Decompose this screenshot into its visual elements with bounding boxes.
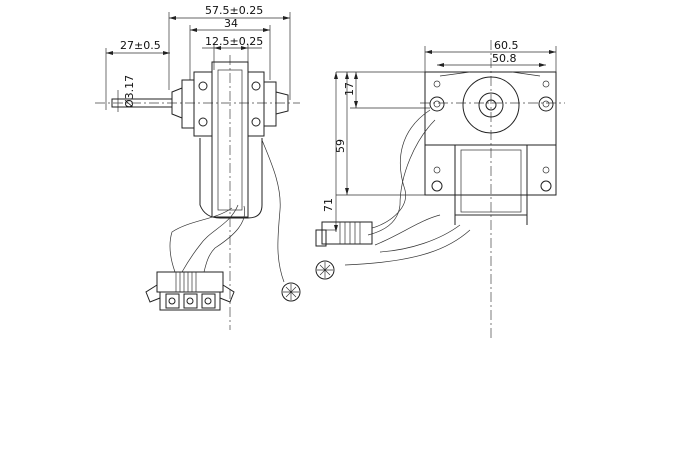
front-ground-lug [315, 260, 335, 280]
ground-lug [281, 282, 301, 302]
dim-verticals: 17 59 71 [320, 71, 430, 232]
hub-width-label: 12.5±0.25 [205, 35, 263, 48]
frame-width-label: 60.5 [494, 39, 519, 52]
hole-spacing-label: 50.8 [492, 52, 517, 65]
side-connector [315, 221, 373, 247]
shaft-diameter-label: Ø3.17 [123, 75, 136, 108]
mount-height-label: 59 [334, 139, 347, 153]
dim-shaft-projection: 27±0.5 [105, 39, 170, 110]
dim-hole-spacing: 50.8 [437, 52, 546, 67]
dim-frame-width: 60.5 [424, 39, 557, 72]
body-width-label: 34 [224, 17, 238, 30]
overall-width-label: 57.5±0.25 [205, 4, 263, 17]
front-view: 60.5 50.8 17 59 [315, 39, 565, 340]
motor-core [211, 61, 249, 218]
dim-overall-width: 57.5±0.25 [168, 4, 291, 100]
mounting-plate [424, 71, 557, 146]
side-view: 57.5±0.25 34 27±0.5 12.5±0.25 [95, 4, 301, 330]
connector [145, 271, 235, 311]
dim-body-width: 34 [189, 17, 271, 80]
overall-height-label: 71 [322, 198, 335, 212]
shaft-projection-label: 27±0.5 [120, 39, 161, 52]
bearing-housing [462, 76, 520, 134]
dim-hub-width: 12.5±0.25 [202, 35, 263, 70]
top-offset-label: 17 [343, 82, 356, 96]
